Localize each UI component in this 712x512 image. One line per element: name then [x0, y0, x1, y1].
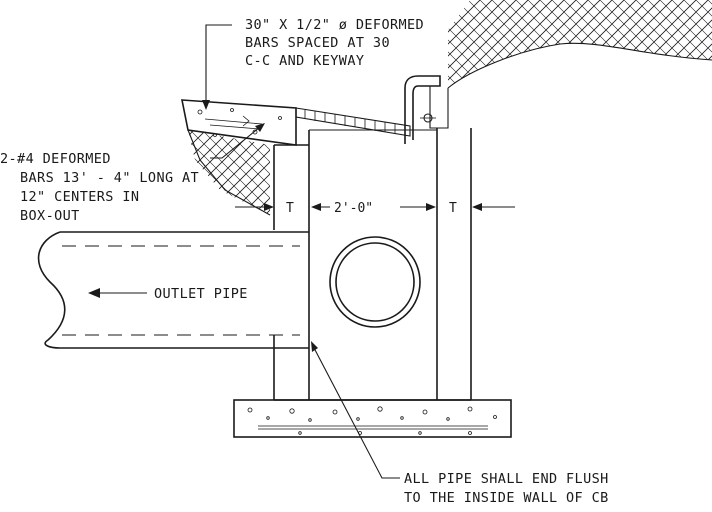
- dowel-note-line-1: 30" X 1/2" ø DEFORMED: [245, 17, 424, 33]
- footing: [233, 399, 512, 438]
- earth-fill-left: [187, 129, 271, 216]
- outlet-pipe: [37, 231, 309, 349]
- flush-note-line-2: TO THE INSIDE WALL OF CB: [404, 490, 609, 506]
- outlet-pipe-label: OUTLET PIPE: [154, 286, 248, 302]
- dowel-note-line-3: C-C AND KEYWAY: [245, 53, 364, 69]
- rebar-note-line-3: 12" CENTERS IN: [20, 189, 139, 205]
- curb-frame: [404, 75, 449, 144]
- inside-width-label: 2'-0": [334, 201, 373, 216]
- rebar-note-line-1: 2-#4 DEFORMED: [0, 151, 111, 167]
- dowel-leader: [202, 24, 232, 110]
- flush-leader: [311, 341, 400, 479]
- right-wall-thickness-label: T: [449, 201, 457, 216]
- rebar-leader: [210, 123, 265, 159]
- dowel-note-line-2: BARS SPACED AT 30: [245, 35, 390, 51]
- flush-note-line-1: ALL PIPE SHALL END FLUSH: [404, 471, 609, 487]
- earth-fill-right: [447, 0, 712, 89]
- dimension-lines: [235, 203, 515, 211]
- catch-basin-walls: [273, 128, 472, 401]
- left-wall-thickness-label: T: [286, 201, 294, 216]
- pipe-opening: [329, 236, 421, 328]
- grate: [295, 107, 411, 137]
- rebar-note-line-4: BOX-OUT: [20, 208, 80, 224]
- rebar-note-line-2: BARS 13' - 4" LONG AT: [20, 170, 199, 186]
- outlet-flow-arrow: [88, 288, 147, 298]
